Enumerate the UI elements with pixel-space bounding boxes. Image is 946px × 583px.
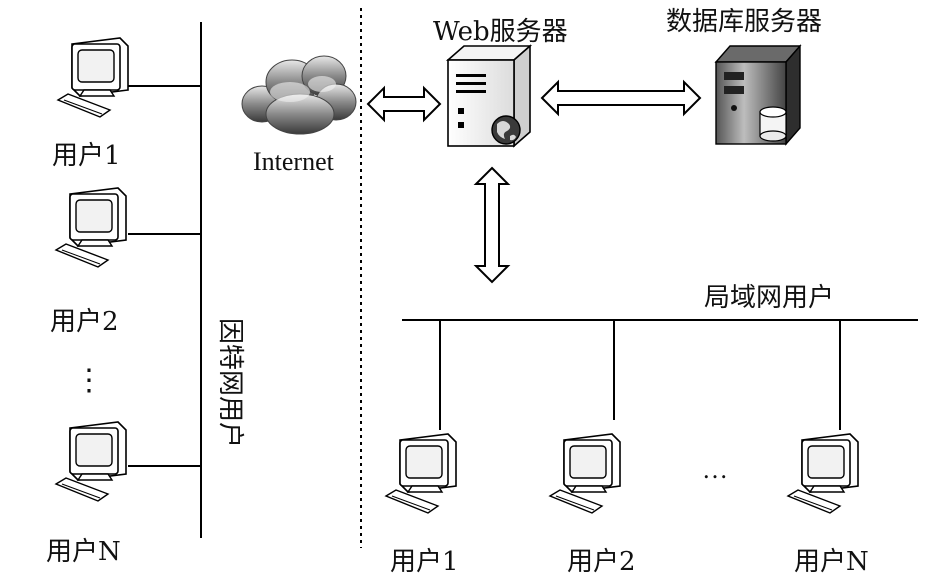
arrow-webserver-db bbox=[540, 79, 702, 117]
cloud-icon bbox=[241, 55, 357, 135]
internet-user-label-1: 用户1 bbox=[52, 141, 121, 171]
computer-icon bbox=[787, 433, 859, 514]
horizontal-ellipsis: … bbox=[702, 455, 728, 484]
web-server-label: Web服务器 bbox=[433, 17, 568, 47]
database-server-icon bbox=[714, 44, 802, 146]
computer-icon bbox=[385, 433, 457, 514]
computer-icon bbox=[57, 37, 129, 118]
internet-user-label-n: 用户N bbox=[46, 537, 121, 567]
arrow-webserver-lan bbox=[473, 166, 511, 284]
internet-users-bus-label: 因特网用户 bbox=[215, 318, 245, 448]
lan-user-label-1: 用户1 bbox=[390, 547, 459, 577]
lan-label: 局域网用户 bbox=[704, 283, 834, 313]
cloud-label: Internet bbox=[253, 147, 335, 176]
web-server-icon bbox=[445, 44, 533, 148]
vertical-ellipsis: ⋮ bbox=[74, 364, 104, 397]
database-server-label: 数据库服务器 bbox=[666, 7, 822, 37]
lan-user-label-2: 用户2 bbox=[567, 547, 636, 577]
computer-icon bbox=[55, 187, 127, 268]
arrow-cloud-webserver bbox=[366, 85, 442, 123]
lan-user-label-n: 用户N bbox=[794, 547, 869, 577]
computer-icon bbox=[55, 421, 127, 502]
internet-user-label-2: 用户2 bbox=[50, 307, 119, 337]
computer-icon bbox=[549, 433, 621, 514]
